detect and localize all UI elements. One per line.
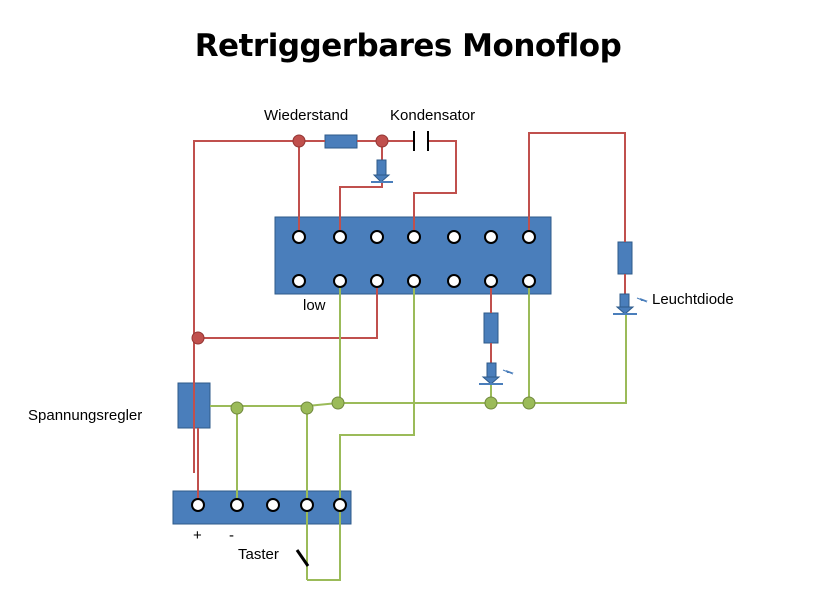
led-low [479,362,514,385]
red-wire-pin10 [198,281,378,339]
red-wire-right-led [528,132,626,242]
green-junctions [230,396,536,415]
resistor-top [324,134,358,149]
label-led: Leuchtdiode [652,291,734,308]
green-wires [210,281,627,581]
resistor-led-low [483,312,499,344]
red-wire-cap-right [413,140,457,230]
label-capacitor: Kondensator [390,107,475,124]
label-low: low [303,297,326,314]
red-wire-top-left [193,140,299,473]
label-regulator: Spannungsregler [28,407,142,424]
label-resistor: Wiederstand [264,107,348,124]
pushbutton-switch [295,549,310,567]
green-wire-ground-bus [210,312,627,407]
led-pin-top [371,159,393,183]
red-wires [193,132,626,500]
red-junctions [191,134,389,345]
diagram-title: Retriggerbares Monoflop [194,28,622,64]
connector-pins [191,498,347,512]
ic-pins-top [292,230,536,244]
label-button: Taster [238,546,279,563]
green-wire-trigger [307,281,415,581]
capacitor [413,131,429,151]
resistor-led-right [617,241,633,275]
led-right [613,293,648,315]
label-minus: - [229,527,234,544]
ic-pins-bottom [292,274,536,288]
label-plus: + [193,527,202,544]
